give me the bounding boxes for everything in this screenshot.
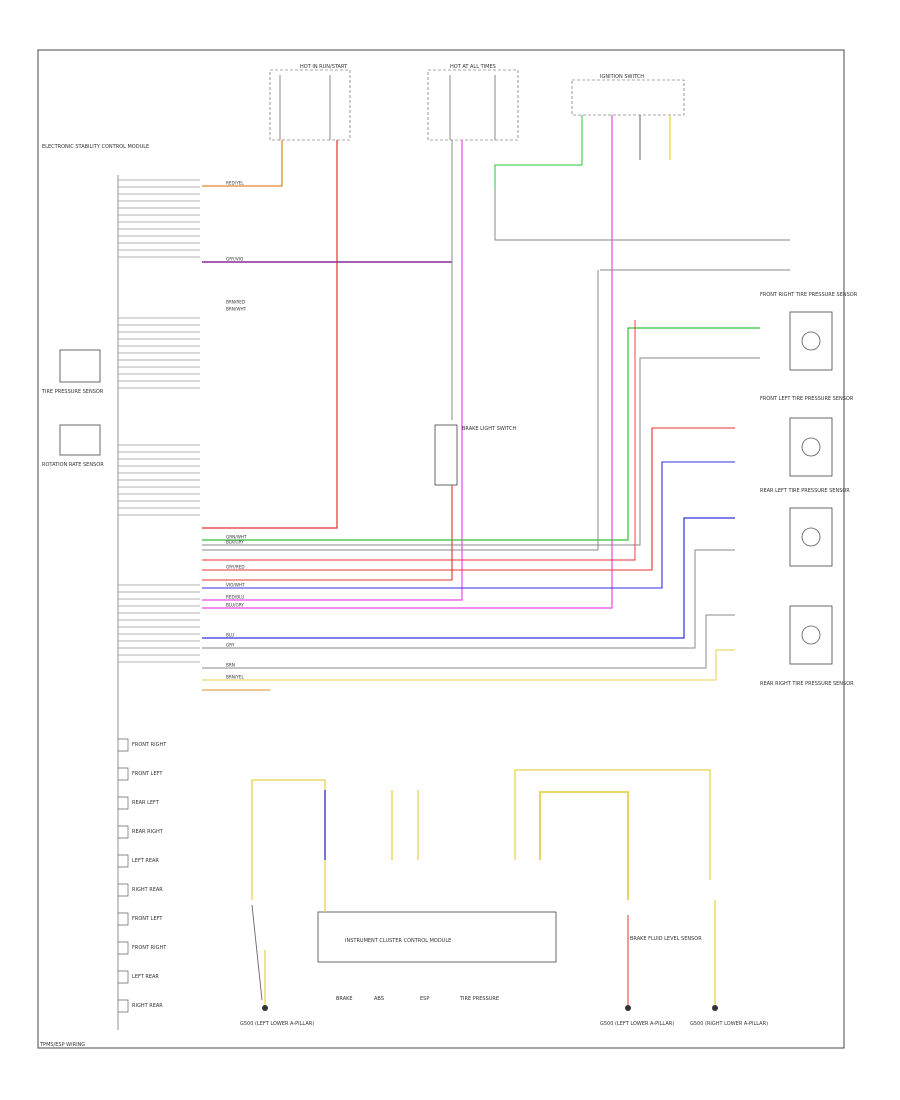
front-left-sensor-box	[789, 417, 833, 477]
tire-pressure-sensor-box	[59, 349, 101, 383]
wire-color-label: BRN/RED	[226, 300, 245, 305]
wire-harness: HOT IN RUN/START HOT AT ALL TIMES IGNITI…	[39, 64, 858, 1048]
wire-color-label: GRN/WHT	[226, 535, 247, 540]
wire-color-label: BLK/GRY	[226, 540, 244, 545]
left-component-label: FRONT LEFT	[132, 916, 163, 922]
component-bracket	[118, 767, 129, 781]
ground1-label: G500 (LEFT LOWER A-PILLAR)	[240, 1021, 314, 1027]
left-component-label: REAR RIGHT	[132, 829, 164, 835]
left-component-label: FRONT RIGHT	[132, 945, 167, 951]
left-component-label: FRONT RIGHT	[132, 742, 167, 748]
brake-light-switch-box	[434, 424, 458, 486]
left-module: ELECTRONIC STABILITY CONTROL MODULE TIRE…	[41, 144, 149, 1030]
front-right-sensor-label: FRONT RIGHT TIRE PRESSURE SENSOR	[760, 292, 858, 298]
left-component-label: LEFT REAR	[132, 974, 159, 980]
rear-left-sensor-label: REAR LEFT TIRE PRESSURE SENSOR	[760, 488, 850, 494]
left-module-label: ELECTRONIC STABILITY CONTROL MODULE	[42, 144, 149, 150]
rear-left-sensor-box	[789, 507, 833, 567]
brake-light-switch-label: BRAKE LIGHT SWITCH	[462, 426, 517, 432]
rotation-rate-sensor-label: ROTATION RATE SENSOR	[42, 462, 104, 468]
front-right-sensor-box	[789, 311, 833, 371]
left-component-label: FRONT LEFT	[132, 771, 163, 777]
diagram-frame	[37, 49, 845, 1049]
component-bracket	[118, 941, 129, 955]
tire-pressure-sensor-label: TIRE PRESSURE SENSOR	[41, 389, 104, 395]
left-component-label: REAR LEFT	[132, 800, 160, 806]
rotation-rate-sensor-box	[59, 424, 101, 456]
component-bracket	[118, 796, 129, 810]
component-bracket	[118, 854, 129, 868]
warn-brake-label: BRAKE	[336, 996, 353, 1002]
wire-color-label: BRN/YEL	[226, 675, 245, 680]
fuse-top2-label: HOT AT ALL TIMES	[450, 64, 496, 70]
wire-color-label: GRY/RED	[226, 565, 245, 570]
component-bracket	[118, 738, 129, 752]
wire-color-labels: RED/YEL GRY/VIO BRN/RED BRN/WHT GRN/WHTBLK/G…	[226, 181, 247, 680]
fuse-top1-label: HOT IN RUN/START	[300, 64, 348, 70]
brake-fluid-label: BRAKE FLUID LEVEL SENSOR	[630, 936, 702, 942]
component-bracket	[118, 999, 129, 1013]
wire-color-label: GRY	[226, 643, 235, 648]
component-bracket	[118, 825, 129, 839]
wire-color-label: GRY/VIO	[226, 257, 244, 262]
wire-color-label: BLU/GRY	[226, 603, 244, 608]
left-components: FRONT RIGHT FRONT LEFT REAR LEFT REAR RIGHT…	[118, 738, 167, 1013]
ignition-switch-label: IGNITION SWITCH	[600, 74, 644, 80]
footer-label: TPMS/ESP WIRING	[39, 1042, 85, 1048]
cluster-box	[317, 911, 557, 963]
connector-stubs	[118, 179, 200, 663]
warn-esp-label: ESP	[420, 996, 429, 1002]
component-bracket	[118, 883, 129, 897]
wire-color-label: BLU	[226, 633, 234, 638]
rear-right-sensor-label: REAR RIGHT TIRE PRESSURE SENSOR	[760, 681, 854, 687]
left-component-label: RIGHT REAR	[132, 1003, 163, 1009]
wire-color-label: BRN/WHT	[226, 307, 247, 312]
wire-color-label: RED/BLU	[226, 595, 244, 600]
left-component-label: LEFT REAR	[132, 858, 159, 864]
wire-color-label: RED/YEL	[226, 181, 244, 186]
rear-right-sensor-box	[789, 605, 833, 665]
component-bracket	[118, 970, 129, 984]
front-left-sensor-label: FRONT LEFT TIRE PRESSURE SENSOR	[760, 396, 854, 402]
warn-abs-label: ABS	[374, 996, 384, 1002]
ground2-label: G500 (LEFT LOWER A-PILLAR)	[600, 1021, 674, 1027]
cluster-label: INSTRUMENT CLUSTER CONTROL MODULE	[345, 938, 451, 944]
ground3-label: G500 (RIGHT LOWER A-PILLAR)	[690, 1021, 768, 1027]
component-bracket	[118, 912, 129, 926]
warn-tire-label: TIRE PRESSURE	[459, 996, 499, 1002]
left-component-label: RIGHT REAR	[132, 887, 163, 893]
wire-color-label: VIO/WHT	[226, 583, 245, 588]
wire-color-label: BRN	[226, 663, 235, 668]
